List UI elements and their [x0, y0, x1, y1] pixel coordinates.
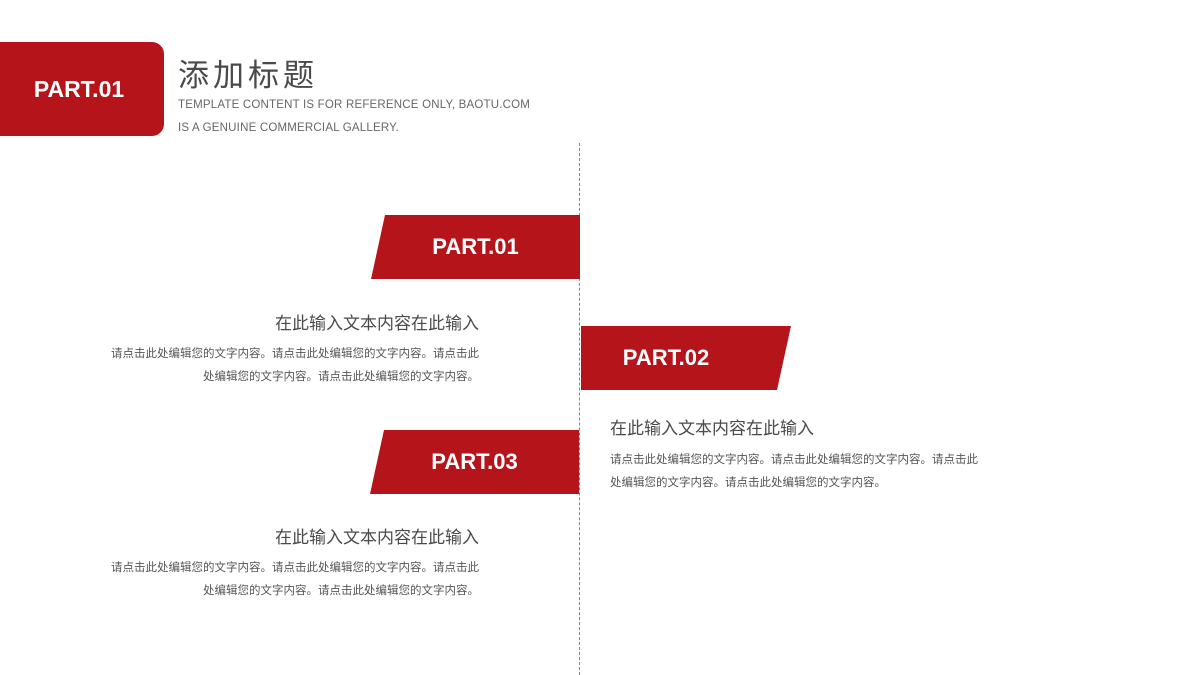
page-title: 添加标题: [178, 58, 318, 94]
subtitle-line-2: IS A GENUINE COMMERCIAL GALLERY.: [178, 122, 399, 134]
part-02-label: PART.02: [622, 345, 710, 370]
part-01-body-line-2: 处编辑您的文字内容。请点击此处编辑您的文字内容。: [203, 369, 479, 383]
header-part-label: PART.01: [33, 75, 125, 102]
timeline-divider: [579, 143, 580, 675]
part-03-body: 请点击此处编辑您的文字内容。请点击此处编辑您的文字内容。请点击此 处编辑您的文字…: [111, 556, 479, 602]
part-02-body-line-1: 请点击此处编辑您的文字内容。请点击此处编辑您的文字内容。请点击此: [610, 452, 978, 466]
page-subtitle: TEMPLATE CONTENT IS FOR REFERENCE ONLY, …: [178, 94, 530, 140]
part-02-body-line-2: 处编辑您的文字内容。请点击此处编辑您的文字内容。: [610, 475, 886, 489]
part-01-heading: 在此输入文本内容在此输入: [275, 314, 479, 334]
part-03-body-line-2: 处编辑您的文字内容。请点击此处编辑您的文字内容。: [203, 583, 479, 597]
part-03-label: PART.03: [431, 449, 518, 474]
part-02-body: 请点击此处编辑您的文字内容。请点击此处编辑您的文字内容。请点击此 处编辑您的文字…: [610, 448, 978, 494]
part-03-heading: 在此输入文本内容在此输入: [275, 528, 479, 548]
part-03-ribbon: PART.03: [370, 430, 579, 494]
part-01-ribbon: PART.01: [371, 215, 580, 279]
part-01-body-line-1: 请点击此处编辑您的文字内容。请点击此处编辑您的文字内容。请点击此: [111, 346, 479, 360]
part-01-label: PART.01: [432, 234, 519, 259]
header-part-tag: PART.01: [0, 42, 164, 136]
part-03-body-line-1: 请点击此处编辑您的文字内容。请点击此处编辑您的文字内容。请点击此: [111, 560, 479, 574]
part-02-heading: 在此输入文本内容在此输入: [610, 419, 814, 439]
part-02-ribbon: PART.02: [581, 326, 791, 390]
part-01-body: 请点击此处编辑您的文字内容。请点击此处编辑您的文字内容。请点击此 处编辑您的文字…: [111, 342, 479, 388]
subtitle-line-1: TEMPLATE CONTENT IS FOR REFERENCE ONLY, …: [178, 99, 531, 111]
